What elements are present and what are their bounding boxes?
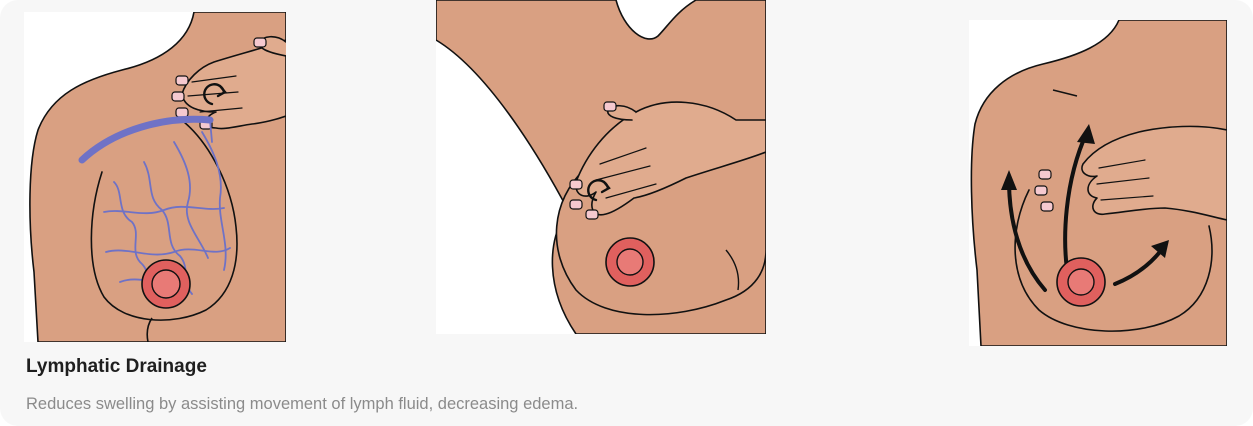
card-description: Reduces swelling by assisting movement o… [26, 395, 578, 414]
breast-circular-massage-illustration [436, 0, 766, 334]
breast-lymph-vessels-massage-illustration [24, 12, 286, 342]
breast-upward-strokes-illustration [969, 20, 1227, 346]
card-title: Lymphatic Drainage [26, 356, 207, 378]
